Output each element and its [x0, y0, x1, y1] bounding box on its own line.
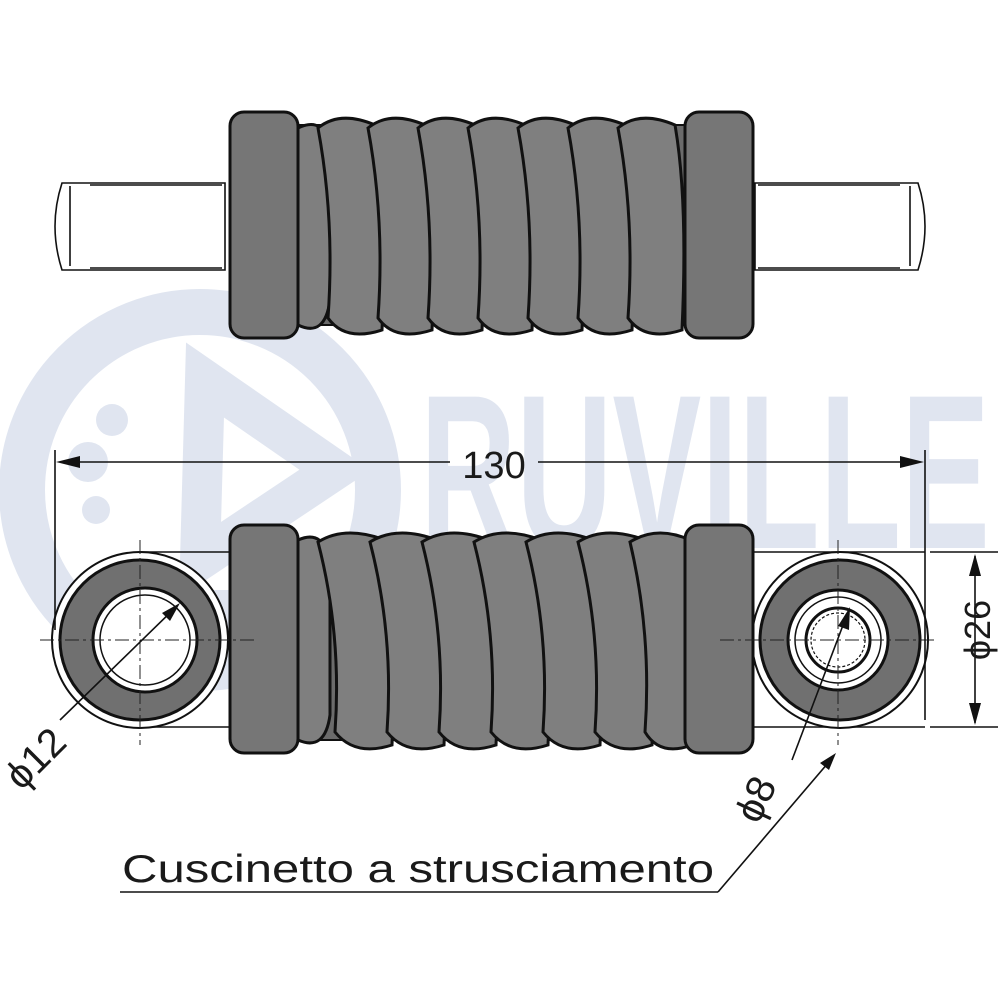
top-spring — [296, 116, 694, 336]
top-right-cap — [683, 110, 755, 340]
top-left-cap — [228, 110, 300, 340]
dimension-outer-diameter: ϕ26 — [930, 551, 998, 728]
top-left-rod — [54, 182, 226, 271]
bearing-callout-label: Cuscinetto a strusciamento — [122, 848, 714, 891]
dimension-right-bore-label: ϕ8 — [727, 770, 786, 829]
bottom-view — [40, 523, 935, 755]
dimension-outer-diameter-label: ϕ26 — [957, 600, 998, 660]
top-right-rod — [754, 182, 926, 271]
dimension-left-bore-label: ϕ12 — [0, 720, 75, 798]
bottom-right-cap — [683, 523, 755, 755]
dimension-length-label: 130 — [462, 445, 525, 487]
bottom-left-cap — [228, 523, 300, 755]
bearing-callout: Cuscinetto a strusciamento — [120, 753, 836, 893]
top-view — [54, 110, 926, 340]
dimension-overall-length: 130 — [54, 445, 926, 720]
bottom-spring — [296, 531, 698, 751]
center-lines — [40, 540, 935, 745]
